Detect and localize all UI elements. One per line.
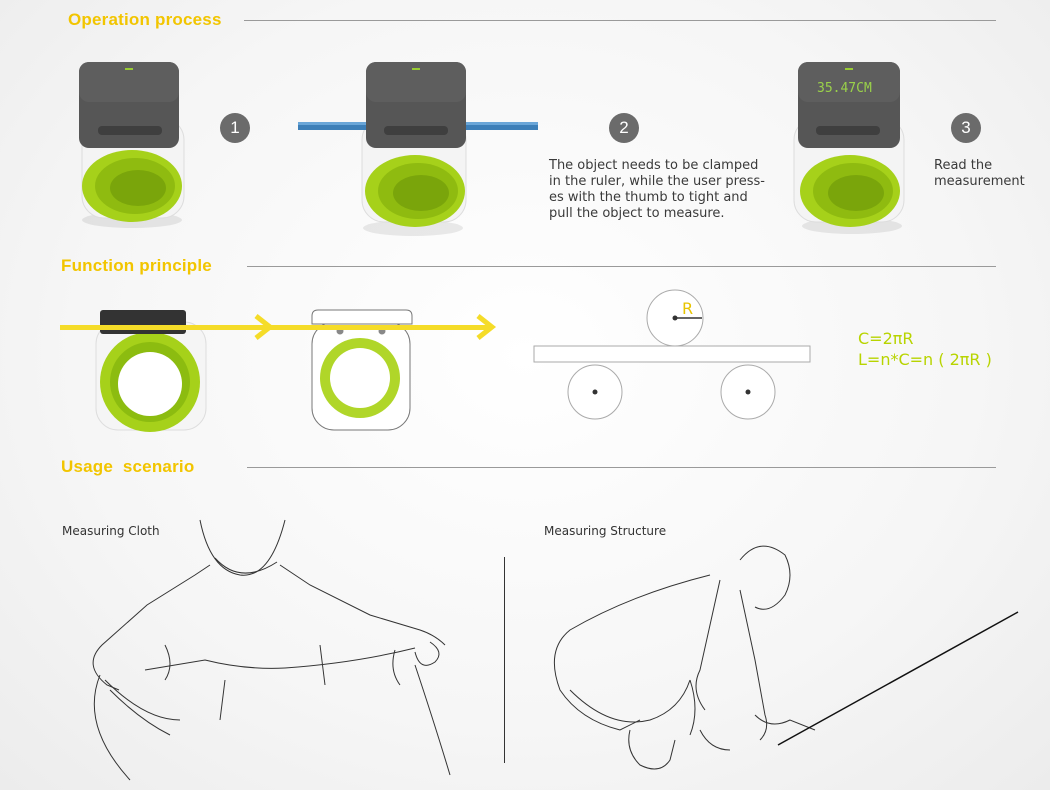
measuring-structure-sketch bbox=[553, 545, 1019, 770]
step-badge-3: 3 bbox=[951, 113, 981, 143]
section-title-operation: Operation process bbox=[68, 10, 222, 29]
section-divider bbox=[247, 467, 996, 468]
step-3-description: Read the measurement bbox=[934, 158, 1025, 189]
step-2-description: The object needs to be clamped in the ru… bbox=[549, 158, 765, 221]
step-badge-1: 1 bbox=[220, 113, 250, 143]
section-divider bbox=[247, 266, 996, 267]
scenario-divider bbox=[504, 557, 505, 763]
scenario-label-structure: Measuring Structure bbox=[544, 524, 667, 538]
step-badge-2: 2 bbox=[609, 113, 639, 143]
device-illustration-step-1 bbox=[79, 62, 185, 228]
device-illustration-step-3: 35.47CM bbox=[793, 62, 905, 234]
radius-label: R bbox=[682, 299, 693, 318]
formula-length: L=n*C=n ( 2πR ) bbox=[858, 350, 992, 369]
device-screen-reading: 35.47CM bbox=[817, 81, 872, 96]
section-title-function: Function principle bbox=[61, 256, 212, 275]
wheel-principle-diagram: R bbox=[533, 289, 811, 420]
function-principle-diagram bbox=[60, 309, 497, 432]
formula-circumference: C=2πR bbox=[858, 329, 914, 348]
device-illustration-step-2 bbox=[298, 62, 538, 236]
measuring-cloth-sketch bbox=[92, 519, 451, 781]
section-divider bbox=[244, 20, 996, 21]
section-title-usage: Usage scenario bbox=[61, 457, 195, 476]
scenario-label-cloth: Measuring Cloth bbox=[62, 524, 160, 538]
